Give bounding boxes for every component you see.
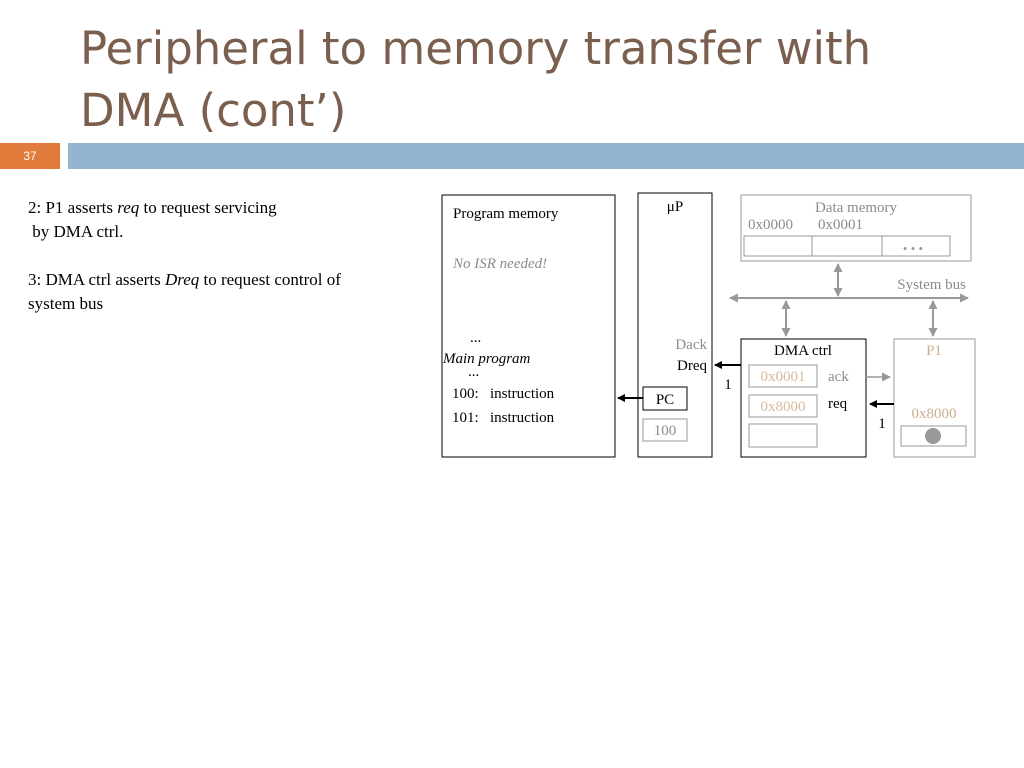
pc-value: 100 <box>654 423 677 439</box>
p1-register-value: 0x8000 <box>912 406 957 422</box>
data-memory-title: Data memory <box>815 200 898 216</box>
program-ellipsis-top: ... <box>470 330 481 346</box>
pc-label: PC <box>656 392 674 408</box>
step2-emphasis: req <box>117 198 140 217</box>
slide-title-line2: DMA (cont’) <box>80 84 347 137</box>
instruction-101-text: instruction <box>490 410 555 426</box>
data-memory-addr1: 0x0001 <box>818 217 863 233</box>
title-rule-bar <box>68 143 1024 169</box>
dack-label: Dack <box>675 337 707 353</box>
system-bus-label: System bus <box>897 277 966 293</box>
dma-req-label: req <box>828 396 848 412</box>
slide-title-line1: Peripheral to memory transfer with <box>80 22 872 75</box>
instruction-100-addr: 100: <box>452 386 479 402</box>
step2-line1: 2: P1 asserts req to request servicing <box>28 196 428 220</box>
program-memory-title: Program memory <box>453 206 559 222</box>
step2-line2: by DMA ctrl. <box>28 222 124 241</box>
p1-label: P1 <box>926 343 942 359</box>
instruction-100-text: instruction <box>490 386 555 402</box>
step2-prefix: 2: P1 asserts <box>28 198 118 217</box>
no-isr-note: No ISR needed! <box>452 256 547 272</box>
data-memory-cell0 <box>743 235 813 257</box>
p1-data-indicator <box>925 428 941 444</box>
dreq-value: 1 <box>724 377 732 393</box>
step3-emphasis: Dreq <box>164 270 200 289</box>
pc-value-box <box>642 418 688 442</box>
main-program-label: Main program <box>442 351 531 367</box>
dma-reg3 <box>748 423 818 448</box>
step3-line1: 3: DMA ctrl asserts Dreq to request cont… <box>28 268 428 292</box>
data-memory-cell-more <box>881 235 951 257</box>
data-memory-addr0: 0x0000 <box>748 217 793 233</box>
dma-ack-label: ack <box>828 369 849 385</box>
dma-reg2-value: 0x8000 <box>761 399 806 415</box>
dma-controller-block: DMA ctrl 0x0001 0x8000 ack req <box>740 338 867 458</box>
slide-title: Peripheral to memory transfer with DMA (… <box>80 18 980 142</box>
program-memory-block: Program memory No ISR needed! ... Main p… <box>441 194 616 458</box>
step3-line2: system bus <box>28 294 104 313</box>
dma-reg1 <box>748 364 818 388</box>
dma-reg1-value: 0x0001 <box>761 369 806 385</box>
dreq-label: Dreq <box>677 358 707 374</box>
data-memory-ellipsis: • • • <box>903 241 923 256</box>
step3-suffix: to request control of <box>199 270 341 289</box>
body-text: 2: P1 asserts req to request servicing b… <box>28 196 428 316</box>
dma-ctrl-label: DMA ctrl <box>774 343 832 359</box>
data-memory-block: Data memory 0x0000 0x0001 • • • <box>740 194 972 262</box>
slide-number: 37 <box>23 149 37 163</box>
req-value: 1 <box>878 416 886 432</box>
microprocessor-label: μP <box>667 199 683 215</box>
program-ellipsis-bottom: ... <box>468 364 479 380</box>
instruction-101-addr: 101: <box>452 410 479 426</box>
system-bus: System bus <box>729 263 969 337</box>
step3-prefix: 3: DMA ctrl asserts <box>28 270 165 289</box>
step2-suffix: to request servicing <box>139 198 277 217</box>
microprocessor-block: μP Dack Dreq PC 100 <box>637 192 713 458</box>
slide-number-badge: 37 <box>0 143 60 169</box>
data-memory-cell1 <box>811 235 883 257</box>
peripheral-p1-block: P1 0x8000 <box>893 338 976 458</box>
dma-reg2 <box>748 394 818 418</box>
